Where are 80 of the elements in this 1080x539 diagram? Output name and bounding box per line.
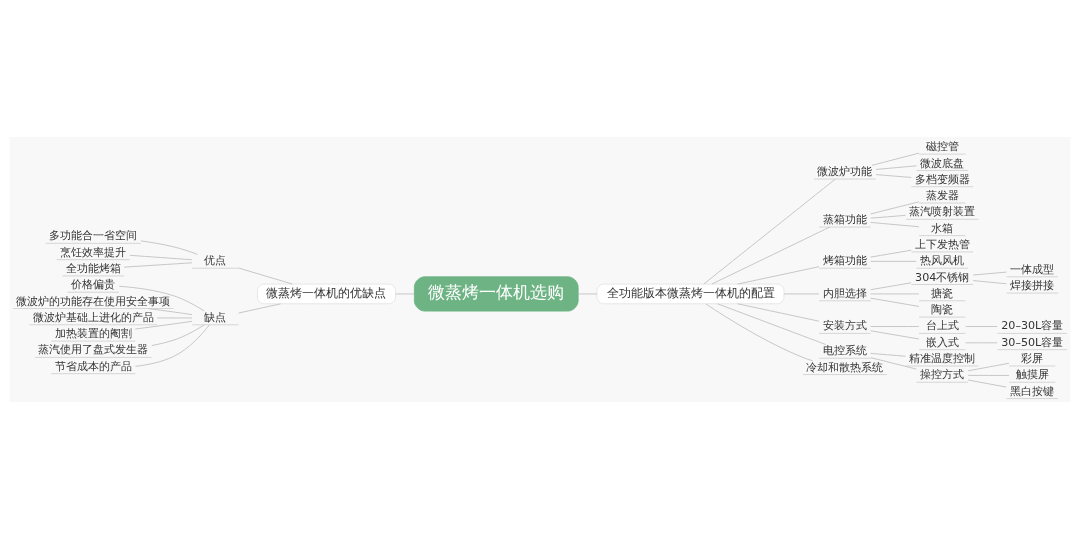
node-text: 黑白按键 — [1010, 384, 1055, 398]
connector — [238, 303, 282, 314]
connector — [875, 174, 912, 178]
node-text: 多功能合一省空间 — [49, 229, 138, 243]
node-text: 彩屏 — [1021, 352, 1044, 366]
node-text: 精准温度控制 — [909, 352, 976, 366]
connector — [129, 254, 193, 261]
node-text: 上下发热管 — [914, 237, 970, 251]
connector — [705, 303, 814, 362]
node-text: 微波底盘 — [920, 156, 965, 170]
node-text: 全功能烤箱 — [65, 261, 121, 275]
node-text: 缺点 — [204, 310, 227, 324]
node-text: 加热装置的阉割 — [54, 327, 132, 341]
connector — [123, 262, 193, 268]
connector — [737, 303, 820, 322]
connector — [717, 303, 827, 345]
node-text: 价格偏贵 — [71, 278, 116, 292]
node-text: 安装方式 — [822, 319, 867, 333]
connector — [870, 214, 906, 219]
node-text: 304不锈钢 — [915, 270, 970, 284]
node-text: 30–50L容量 — [1001, 335, 1064, 349]
node-text: 烤箱功能 — [822, 254, 867, 268]
node-text: 操控方式 — [920, 368, 965, 382]
node-text: 蒸发器 — [925, 189, 959, 203]
node-text: 优点 — [204, 254, 227, 268]
node-text: 一体成型 — [1010, 262, 1055, 276]
node-text: 台上式 — [925, 319, 959, 333]
connector — [870, 201, 920, 215]
connector — [967, 379, 1007, 388]
connector — [870, 221, 920, 228]
connector — [870, 297, 920, 307]
node-text: 微波炉基础上进化的产品 — [32, 310, 154, 324]
connector — [967, 374, 1010, 376]
node-text: 水箱 — [931, 221, 954, 235]
node-box: 微蒸烤一体机的优缺点 — [257, 283, 396, 305]
node-text: 冷却和散热系统 — [806, 360, 884, 374]
node-text: 20–30L容量 — [1001, 319, 1064, 333]
node-text: 蒸汽使用了盘式发生器 — [38, 343, 149, 357]
connector — [118, 285, 205, 312]
node-text: 多档变频器 — [914, 172, 970, 186]
connector — [134, 324, 210, 367]
connector — [147, 308, 193, 316]
node-text: 磁控管 — [925, 140, 959, 154]
connector — [870, 249, 912, 258]
connector — [965, 326, 998, 327]
node-text: 陶瓷 — [931, 303, 954, 317]
connector — [151, 324, 205, 347]
node-text: 蒸箱功能 — [822, 213, 867, 227]
connector — [870, 352, 906, 357]
connector — [871, 152, 920, 166]
node-text: 焊接拼接 — [1010, 279, 1055, 293]
node-text: 内胆选择 — [822, 286, 867, 300]
node-text: 微波炉的功能存在使用安全事项 — [16, 294, 171, 308]
connector — [972, 271, 1007, 276]
connector — [870, 260, 917, 262]
connector — [875, 165, 917, 170]
node-box: 全功能版本微蒸烤一体机的配置 — [596, 283, 785, 305]
node-text: 电控系统 — [822, 344, 867, 358]
node-text: 烹饪效率提升 — [60, 245, 127, 259]
connector — [870, 330, 920, 340]
node-text: 触摸屏 — [1015, 368, 1049, 382]
connector — [967, 362, 1010, 372]
node-text: 搪瓷 — [931, 286, 954, 300]
node-text: 蒸汽喷射装置 — [909, 205, 976, 219]
node-text: 微波炉功能 — [817, 165, 873, 179]
node-text: 嵌入式 — [925, 335, 959, 349]
connector — [870, 357, 917, 370]
connector — [870, 282, 912, 291]
connector — [737, 266, 820, 285]
connector — [134, 320, 193, 330]
connector — [238, 267, 293, 285]
node-text: 热风风机 — [920, 254, 965, 268]
connector — [965, 342, 998, 344]
connector — [870, 326, 920, 327]
connector — [711, 226, 831, 285]
connector — [972, 280, 1007, 285]
node-text: 节省成本的产品 — [54, 359, 132, 373]
node-box: 微蒸烤一体机选购 — [413, 276, 579, 312]
connector — [703, 178, 836, 285]
connector — [140, 240, 199, 255]
